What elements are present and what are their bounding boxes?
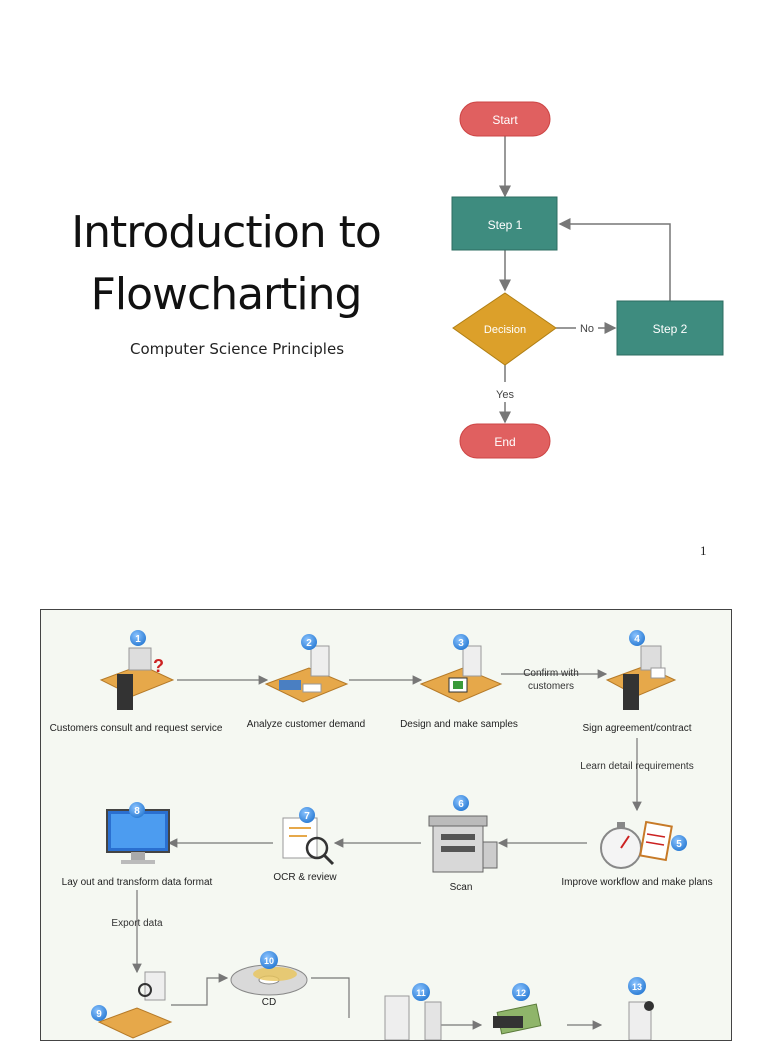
step-5-label: Improve workflow and make plans — [561, 877, 712, 888]
step-badge-2: 2 — [301, 634, 317, 650]
step-11-illustration — [384, 995, 442, 1040]
edge-label-confirm-1: Confirm with — [523, 668, 579, 679]
slide-subtitle: Computer Science Principles — [130, 340, 345, 358]
edge-label-export: Export data — [111, 918, 163, 929]
edge-label-confirm-2: customers — [528, 681, 574, 692]
step-badge-4: 4 — [629, 630, 645, 646]
step2-label: Step 2 — [653, 322, 688, 336]
end-node — [459, 423, 551, 459]
step1-node — [451, 196, 558, 251]
title-line-1: Introduction to — [71, 207, 382, 258]
svg-text:8: 8 — [134, 806, 140, 817]
step-badge-9: 9 — [91, 1005, 107, 1021]
step-badge-10: 10 — [260, 951, 278, 969]
step2-node — [616, 300, 724, 356]
step-7-illustration — [282, 817, 335, 866]
svg-text:5: 5 — [676, 839, 682, 850]
step1-label: Step 1 — [488, 218, 523, 232]
svg-text:7: 7 — [304, 811, 310, 822]
arrow-step2-step1 — [558, 218, 671, 301]
no-label: No — [580, 323, 594, 335]
step-6-illustration — [428, 815, 498, 873]
step-badge-5: 5 — [671, 835, 687, 851]
service-process-diagram: Confirm with customers Learn detail requ… — [50, 630, 713, 1040]
step-1-illustration: ? — [99, 647, 175, 710]
page-number: 1 — [700, 543, 707, 558]
sample-flowchart: Start Step 1 Decision No Step 2 Yes End — [451, 101, 724, 459]
title-slide: Introduction to Flowcharting Computer Sc… — [40, 101, 724, 558]
step-10-illustration — [230, 964, 308, 996]
process-diagram-panel: Confirm with customers Learn detail requ… — [40, 609, 732, 1041]
step-13-illustration — [628, 1001, 654, 1040]
step-4-label: Sign agreement/contract — [583, 723, 692, 734]
svg-text:10: 10 — [264, 956, 274, 966]
step-3-label: Design and make samples — [400, 719, 518, 730]
slide-title: Introduction to Flowcharting — [40, 202, 412, 326]
arrow-9-10 — [171, 973, 229, 1006]
step-7-label: OCR & review — [273, 872, 337, 883]
svg-text:3: 3 — [458, 638, 464, 649]
step-12-illustration — [493, 1003, 542, 1035]
step-badge-13: 13 — [628, 977, 646, 995]
svg-text:1: 1 — [135, 634, 141, 645]
step-2-label: Analyze customer demand — [247, 719, 365, 730]
decision-label: Decision — [484, 324, 526, 336]
step-5-illustration — [600, 820, 673, 869]
step-4-illustration — [605, 645, 677, 710]
step-3-illustration — [419, 645, 503, 703]
start-node — [459, 101, 551, 137]
decision-node — [452, 292, 557, 366]
step-8-label: Lay out and transform data format — [62, 877, 213, 888]
step-1-label: Customers consult and request service — [50, 723, 223, 734]
svg-text:6: 6 — [458, 799, 464, 810]
step-badge-3: 3 — [453, 634, 469, 650]
yes-label: Yes — [496, 389, 514, 401]
svg-text:12: 12 — [516, 988, 526, 998]
svg-text:9: 9 — [96, 1009, 102, 1020]
svg-text:13: 13 — [632, 982, 642, 992]
step-badge-12: 12 — [512, 983, 530, 1001]
title-line-2: Flowcharting — [90, 269, 363, 320]
end-label: End — [494, 435, 515, 449]
step-6-label: Scan — [450, 882, 473, 893]
svg-text:2: 2 — [306, 638, 312, 649]
step-2-illustration — [264, 645, 349, 703]
step-10-label: CD — [262, 997, 276, 1008]
step-badge-1: 1 — [130, 630, 146, 646]
step-9-illustration — [97, 971, 173, 1039]
step-badge-8: 8 — [129, 802, 145, 818]
svg-text:11: 11 — [416, 988, 426, 998]
step-8-illustration — [106, 809, 170, 864]
step-badge-11: 11 — [412, 983, 430, 1001]
step-badge-6: 6 — [453, 795, 469, 811]
step-badge-7: 7 — [299, 807, 315, 823]
edge-label-learn: Learn detail requirements — [580, 761, 693, 772]
arrow-10-11 — [311, 977, 350, 1018]
svg-text:4: 4 — [634, 634, 640, 645]
start-label: Start — [492, 113, 518, 127]
svg-text:?: ? — [153, 656, 164, 676]
